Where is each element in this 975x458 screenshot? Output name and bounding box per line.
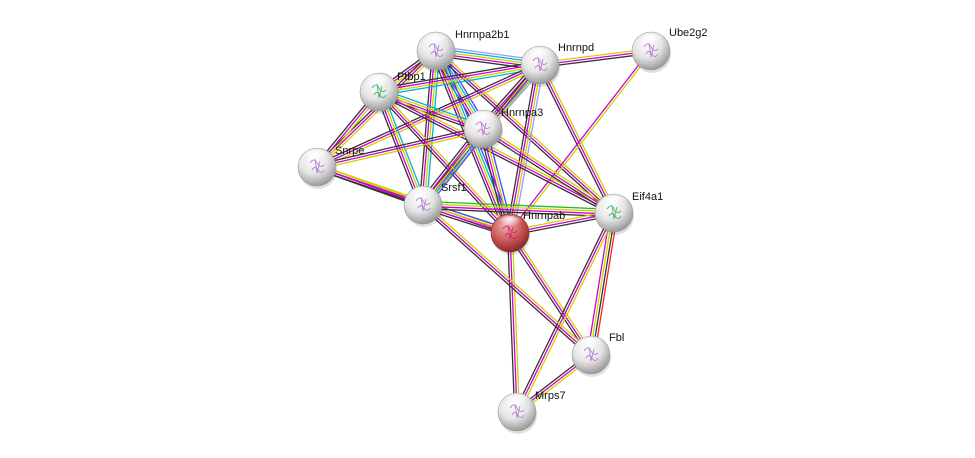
edge-line-coexpression bbox=[422, 207, 614, 218]
node-label: Fbl bbox=[609, 332, 624, 344]
edge-line-coexpression bbox=[537, 65, 613, 215]
edge-line-databases bbox=[425, 51, 441, 206]
edge-hnrnpa3-eif4a1[interactable] bbox=[481, 126, 616, 216]
edge-line-textmining bbox=[511, 231, 594, 355]
edge-line-textmining bbox=[483, 126, 616, 212]
edge-line-textmining bbox=[423, 51, 438, 206]
edge-line-coexpression bbox=[481, 130, 614, 216]
node-hnrnpd[interactable]: Hnrnpd bbox=[520, 42, 594, 87]
node-label: Mrps7 bbox=[535, 390, 566, 402]
node-label: Hnrnpd bbox=[558, 42, 594, 54]
edge-line-textmining bbox=[510, 51, 653, 235]
node-label: Hnrnpab bbox=[523, 210, 565, 222]
edge-eif4a1-fbl[interactable] bbox=[586, 212, 619, 356]
edge-line-textmining bbox=[541, 63, 617, 213]
node-ube2g2[interactable]: Ube2g2 bbox=[631, 27, 708, 73]
node-highlight bbox=[637, 34, 665, 50]
edge-srsf1-fbl[interactable] bbox=[420, 202, 594, 358]
edge-line-textmining bbox=[511, 232, 521, 412]
edge-line-coexpression bbox=[433, 52, 613, 216]
edge-line-coexpression bbox=[316, 126, 483, 166]
edge-line-coexpression bbox=[418, 50, 434, 205]
node-ptbp1[interactable]: Ptbp1 bbox=[359, 71, 426, 114]
node-eif4a1[interactable]: Eif4a1 bbox=[594, 191, 663, 235]
node-snrpe[interactable]: Snrpe bbox=[297, 145, 364, 189]
node-highlight bbox=[422, 34, 450, 50]
edge-hnrnpa2b1-srsf1[interactable] bbox=[418, 50, 441, 206]
edge-line-neighborhood bbox=[423, 200, 615, 211]
node-label: Srsf1 bbox=[441, 182, 467, 194]
edge-line-coexpression bbox=[507, 233, 590, 357]
node-highlight bbox=[365, 75, 393, 91]
node-label: Eif4a1 bbox=[632, 191, 663, 203]
edge-line-textmining bbox=[423, 203, 615, 213]
edge-srsf1-eif4a1[interactable] bbox=[422, 200, 615, 218]
edge-line-experiments bbox=[509, 232, 518, 413]
edge-hnrnpab-fbl[interactable] bbox=[507, 231, 594, 357]
edge-line-coexpression bbox=[420, 206, 590, 358]
edge-hnrnpab-mrps7[interactable] bbox=[506, 232, 521, 413]
node-highlight bbox=[503, 395, 531, 411]
edge-line-experiments bbox=[422, 204, 592, 356]
edge-line-experiments bbox=[586, 212, 612, 355]
edge-line-textmining bbox=[317, 130, 484, 170]
edge-line-coexpression bbox=[505, 64, 538, 233]
edge-line-coexpression bbox=[378, 60, 540, 90]
edge-hnrnpd-ptbp1[interactable] bbox=[378, 60, 541, 97]
edge-line-coexpression bbox=[506, 233, 516, 413]
node-highlight bbox=[303, 150, 331, 166]
node-label: Snrpe bbox=[335, 145, 364, 157]
edge-eif4a1-mrps7[interactable] bbox=[514, 211, 617, 414]
edge-line-experiments bbox=[377, 92, 423, 206]
edge-line-experiments bbox=[421, 50, 436, 205]
edge-line-textmining bbox=[380, 89, 513, 232]
edge-line-databases bbox=[379, 67, 541, 97]
edge-line-experiments bbox=[378, 91, 615, 214]
edge-line-experiments bbox=[378, 63, 540, 92]
edge-line-textmining bbox=[589, 212, 614, 355]
node-label: Hnrnpa3 bbox=[501, 107, 543, 119]
edge-line-experiments bbox=[316, 128, 484, 168]
edge-hnrnpa3-snrpe[interactable] bbox=[316, 126, 484, 170]
edge-line-textmining bbox=[379, 65, 541, 94]
edge-line-experiments bbox=[539, 64, 615, 214]
node-highlight bbox=[409, 188, 437, 204]
edge-line-textmining bbox=[424, 202, 594, 354]
node-hnrnpa3[interactable]: Hnrnpa3 bbox=[463, 107, 543, 151]
node-highlight bbox=[577, 338, 605, 354]
edge-line-coexpression bbox=[377, 93, 614, 216]
edge-line-fusion bbox=[593, 213, 619, 356]
edge-line-coexpression bbox=[514, 211, 613, 412]
edge-line-experiments bbox=[516, 212, 615, 413]
edge-hnrnpd-eif4a1[interactable] bbox=[537, 63, 617, 215]
edge-line-experiments bbox=[508, 49, 651, 233]
node-label: Hnrnpa2b1 bbox=[455, 29, 509, 41]
node-highlight bbox=[600, 196, 628, 212]
node-label: Ube2g2 bbox=[669, 27, 708, 39]
node-hnrnpab[interactable]: Hnrnpab bbox=[490, 210, 565, 255]
edge-line-coexpression bbox=[375, 93, 421, 207]
edge-line-experiments bbox=[316, 64, 541, 168]
node-highlight bbox=[469, 112, 497, 128]
edge-line-experiments bbox=[482, 128, 615, 214]
node-label: Ptbp1 bbox=[397, 71, 426, 83]
node-highlight bbox=[526, 48, 554, 64]
node-srsf1[interactable]: Srsf1 bbox=[403, 182, 467, 227]
node-fbl[interactable]: Fbl bbox=[571, 332, 624, 377]
node-mrps7[interactable]: Mrps7 bbox=[497, 390, 566, 434]
edge-ube2g2-hnrnpab[interactable] bbox=[508, 49, 653, 235]
edge-line-experiments bbox=[422, 205, 614, 215]
node-highlight bbox=[496, 216, 524, 232]
node-hnrnpa2b1[interactable]: Hnrnpa2b1 bbox=[416, 29, 509, 73]
edge-line-experiments bbox=[509, 232, 592, 356]
edge-line-textmining bbox=[518, 213, 617, 414]
edge-line-coexpression bbox=[591, 213, 616, 356]
